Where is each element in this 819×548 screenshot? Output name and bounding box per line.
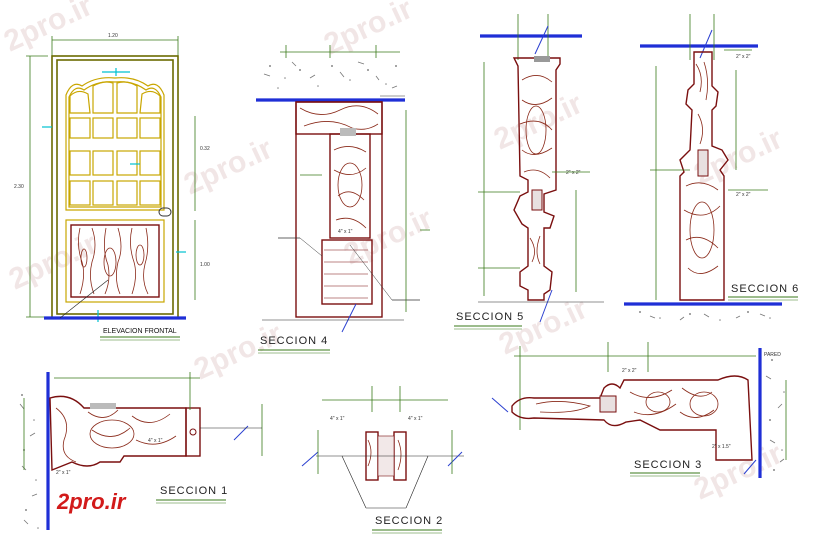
s2-label-a: 4" x 1"	[330, 416, 345, 422]
section-4: 4" x 1" SECCION 4	[256, 45, 430, 354]
s5-label: 2" x 2"	[566, 170, 581, 176]
site-logo: 2pro.ir	[56, 489, 127, 514]
watermark: 2pro.ir	[689, 437, 788, 506]
s1-label-b: 2" x 1"	[56, 470, 71, 476]
watermark: 2pro.ir	[179, 132, 278, 201]
section-3-title: SECCION 3	[634, 459, 702, 471]
concrete-hatch	[765, 359, 785, 471]
elevation-title: ELEVACION FRONTAL	[103, 328, 177, 335]
s1-label-a: 4" x 1"	[148, 438, 163, 444]
dim-lower: 1.00	[200, 262, 210, 268]
s3-label-b: 2" x 1.5"	[712, 444, 731, 450]
dim-height: 2.30	[14, 184, 24, 190]
s2-label-b: 4" x 1"	[408, 416, 423, 422]
watermark: 2pro.ir	[189, 317, 288, 386]
door-handle	[158, 207, 172, 217]
dim-width: 1.20	[108, 33, 118, 39]
dim-upper: 0.32	[200, 146, 210, 152]
lower-wood-panel	[70, 224, 160, 298]
s3-wall-label: PARED	[764, 352, 781, 358]
section-1-title: SECCION 1	[160, 485, 228, 497]
section-2: 4" x 1" 4" x 1" SECCION 2	[301, 386, 464, 534]
section-1: 4" x 1" 2" x 1" SECCION 1 2pro.ir	[19, 372, 263, 530]
section-3: PARED 2" x 2" 2" x 1.5" SECCION 3	[491, 342, 787, 478]
front-elevation: 1.20 2.30 0.32 1.00	[14, 33, 210, 341]
watermark: 2pro.ir	[339, 202, 438, 271]
s3-label-a: 2" x 2"	[622, 368, 637, 374]
watermark: 2pro.ir	[0, 0, 98, 58]
section-5-title: SECCION 5	[456, 311, 524, 323]
section-5: 2" x 2" SECCION 5	[454, 14, 604, 330]
concrete-hatch	[639, 311, 771, 321]
section-6: 2" x 2" 2" x 2" SECCION 6	[624, 14, 799, 321]
concrete-hatch	[263, 61, 398, 89]
s6-label-a: 2" x 2"	[736, 54, 751, 60]
glass-panes	[69, 81, 161, 206]
s6-label-b: 2" x 2"	[736, 192, 751, 198]
s4-label: 4" x 1"	[338, 229, 353, 235]
section-6-title: SECCION 6	[731, 283, 799, 295]
concrete-hatch	[19, 394, 39, 529]
watermark: 2pro.ir	[4, 227, 103, 296]
section-4-title: SECCION 4	[260, 335, 328, 347]
section-2-title: SECCION 2	[375, 515, 443, 527]
